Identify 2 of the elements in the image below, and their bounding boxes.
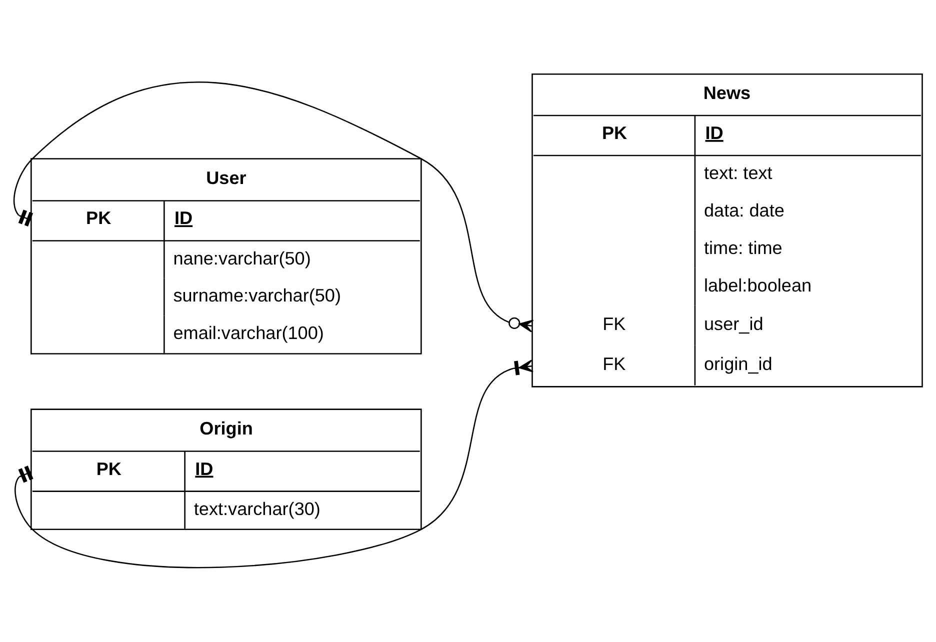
connector xyxy=(14,360,534,568)
connector xyxy=(14,82,534,332)
